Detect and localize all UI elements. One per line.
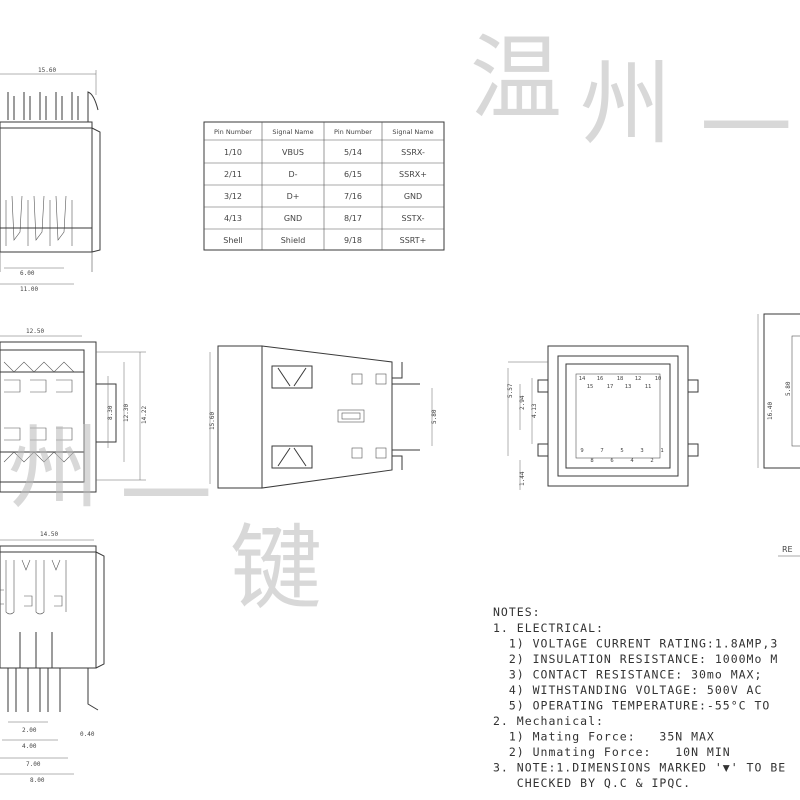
dim-bottom-pitch2: 4.00 xyxy=(22,743,37,750)
dim-bottom-pin: 0.40 xyxy=(80,731,95,738)
pin-table-header: Signal Name xyxy=(272,128,313,136)
notes-line: 3. NOTE:1.DIMENSIONS MARKED '▼' TO BE xyxy=(493,761,786,775)
dim-front-h2: 12.30 xyxy=(123,404,130,422)
rear-pin-number-top: 17 xyxy=(607,384,614,390)
dim-bottom-width: 14.50 xyxy=(40,531,58,538)
dim-bottom-pitch1: 2.00 xyxy=(22,727,37,734)
pin-table-cell: 5/14 xyxy=(344,148,362,157)
pin-table-cell: SSRX- xyxy=(401,148,425,157)
pin-table-cell: SSRT+ xyxy=(400,236,427,245)
pin-table-cell: 6/15 xyxy=(344,170,362,179)
pin-table-cell: 7/16 xyxy=(344,192,362,201)
watermark-char-4: 州 xyxy=(8,415,100,522)
pin-table-cell: SSTX- xyxy=(401,214,424,223)
dim-front-h1: 8.30 xyxy=(107,405,114,420)
notes-line: CHECKED BY Q.C & IPQC. xyxy=(493,776,691,790)
dim-top-inner: 6.00 xyxy=(20,270,35,277)
dim-rear-c: 4.13 xyxy=(531,403,538,418)
notes-line: 1) VOLTAGE CURRENT RATING:1.8AMP,3 xyxy=(493,637,778,651)
dim-bottom-pitch4: 8.00 xyxy=(30,777,45,784)
rear-pin-number-bottom: 8 xyxy=(590,458,593,464)
dim-rear-a: 5.57 xyxy=(507,383,514,398)
notes-line: 3) CONTACT RESISTANCE: 30mo MAX; xyxy=(493,668,762,682)
rear-pin-number-bottom: 9 xyxy=(580,448,583,454)
watermark-char-1: 温 xyxy=(470,25,562,132)
notes-line: 4) WITHSTANDING VOLTAGE: 500V AC xyxy=(493,683,762,697)
pin-table-cell: GND xyxy=(284,214,302,223)
front-view: 12.50 8.30 12.30 14.22 xyxy=(0,328,148,493)
rear-pin-number-bottom: 1 xyxy=(660,448,663,454)
rear-pin-number-top: 16 xyxy=(597,376,604,382)
rear-pin-number-bottom: 5 xyxy=(620,448,623,454)
watermark-char-5: 一 xyxy=(120,443,212,550)
dim-front-h3: 14.22 xyxy=(141,406,148,424)
pin-table-header: Signal Name xyxy=(392,128,433,136)
pin-table-cell: Shield xyxy=(281,236,306,245)
dim-rear-b: 2.94 xyxy=(519,395,526,410)
dim-right-a: 16.40 xyxy=(767,402,774,420)
pin-table-cell: D+ xyxy=(287,192,300,201)
top-view: 15.60 6.00 11.00 xyxy=(0,67,101,293)
dim-top-width: 15.60 xyxy=(38,67,56,74)
notes-line: 2) Unmating Force: 10N MIN xyxy=(493,745,731,759)
rear-pin-number-top: 12 xyxy=(635,376,642,382)
notes-line: 2. Mechanical: xyxy=(493,714,604,728)
dim-rear-d: 1.44 xyxy=(519,471,526,486)
pin-table-cell: 8/17 xyxy=(344,214,362,223)
watermark-char-2: 州 xyxy=(580,51,672,158)
dim-bottom-pitch3: 7.00 xyxy=(26,761,41,768)
pin-table-cell: 9/18 xyxy=(344,236,362,245)
rear-pin-number-top: 18 xyxy=(617,376,624,382)
notes-title: NOTES: xyxy=(493,605,541,619)
rear-pin-number-top: 11 xyxy=(645,384,652,390)
notes-line: 1. ELECTRICAL: xyxy=(493,621,604,635)
rear-pin-number-bottom: 3 xyxy=(640,448,643,454)
pin-table-cell: SSRX+ xyxy=(399,170,427,179)
pin-table-cell: 3/12 xyxy=(224,192,242,201)
pin-table-cell: Shell xyxy=(223,236,243,245)
dim-side-pin: 5.80 xyxy=(431,409,438,424)
notes-line: 5) OPERATING TEMPERATURE:-55°C TO xyxy=(493,699,770,713)
rear-pin-number-bottom: 2 xyxy=(650,458,653,464)
rear-pin-number-top: 13 xyxy=(625,384,632,390)
pin-table-cell: 1/10 xyxy=(224,148,242,157)
pin-table-cell: 2/11 xyxy=(224,170,242,179)
ref-label: RE xyxy=(782,545,793,554)
right-edge-view: 16.40 5.80 RE xyxy=(757,313,800,557)
pin-table: Pin Number Signal Name Pin Number Signal Na… xyxy=(203,121,445,251)
pin-table-header: Pin Number xyxy=(214,128,252,136)
notes-block: NOTES: 1. ELECTRICAL: 1) VOLTAGE CURRENT… xyxy=(493,605,786,790)
rear-pin-number-bottom: 6 xyxy=(610,458,613,464)
rear-pin-number-top: 15 xyxy=(587,384,594,390)
dim-top-base: 11.00 xyxy=(20,286,38,293)
bottom-view: 14.50 2.00 4.00 7.00 8.00 0.40 xyxy=(0,531,105,784)
rear-pin-number-top: 10 xyxy=(655,376,662,382)
dim-front-width: 12.50 xyxy=(26,328,44,335)
pin-table-cell: D- xyxy=(288,170,297,179)
notes-line: 2) INSULATION RESISTANCE: 1000Mo M xyxy=(493,652,778,666)
rear-pin-number-bottom: 7 xyxy=(600,448,603,454)
watermark: 温 州 一 州 一 键 xyxy=(8,25,792,622)
watermark-char-3: 一 xyxy=(700,75,792,182)
rear-pin-number-bottom: 4 xyxy=(630,458,634,464)
pin-table-cell: GND xyxy=(404,192,422,201)
pin-table-cell: VBUS xyxy=(282,148,304,157)
dim-side-height: 15.60 xyxy=(209,412,216,430)
watermark-char-6: 键 xyxy=(230,515,322,622)
rear-pin-number-top: 14 xyxy=(579,376,586,382)
dim-right-b: 5.80 xyxy=(785,381,792,396)
pin-table-cell: 4/13 xyxy=(224,214,242,223)
notes-line: 1) Mating Force: 35N MAX xyxy=(493,730,715,744)
pin-table-header: Pin Number xyxy=(334,128,372,136)
side-view: 15.60 5.80 xyxy=(209,345,438,489)
